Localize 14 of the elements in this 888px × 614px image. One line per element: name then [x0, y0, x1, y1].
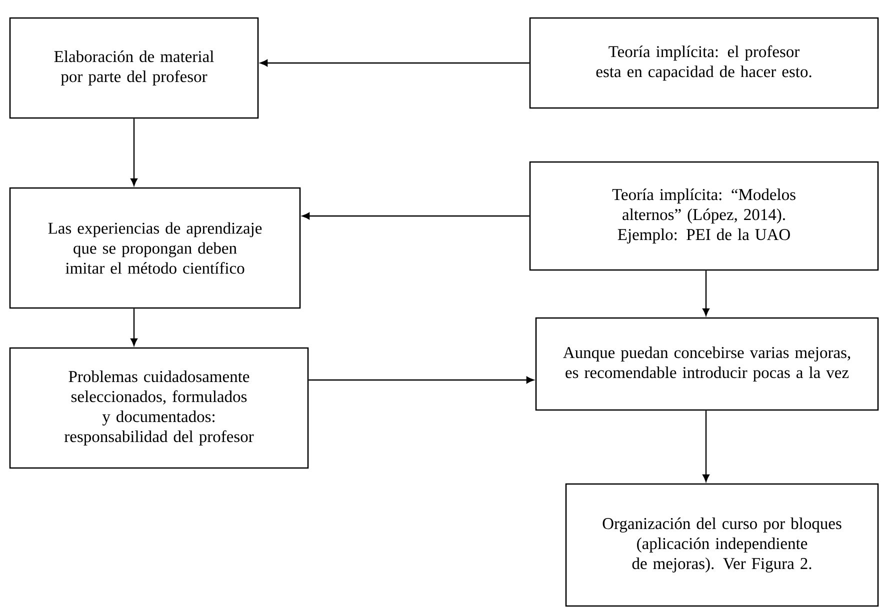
process-box: Teoría implícita: “Modelos alternos” (López, 2014). Ejemplo: PEI de la UAO — [529, 161, 879, 271]
arrow — [302, 212, 530, 220]
process-box: Las experiencias de aprendizaje que se propongan deben imitar el método científico — [9, 187, 301, 309]
arrow — [702, 270, 710, 316]
process-box: Teoría implícita: el profesor esta en capacidad de hacer esto. — [529, 17, 879, 109]
arrow — [308, 376, 534, 384]
process-box: Problemas cuidadosamente seleccionados, formulados y documentados: responsabilidad del profesor — [9, 347, 309, 469]
arrow — [130, 308, 138, 346]
process-box: Aunque puedan concebirse varias mejoras, es recomendable introducir pocas a la vez — [535, 317, 879, 411]
arrow — [702, 410, 710, 482]
process-box: Organización del curso por bloques (aplicación independiente de mejoras). Ver Figura 2. — [565, 483, 879, 607]
process-box: Elaboración de material por parte del profesor — [9, 17, 259, 119]
arrow — [130, 118, 138, 186]
arrow — [260, 60, 530, 66]
